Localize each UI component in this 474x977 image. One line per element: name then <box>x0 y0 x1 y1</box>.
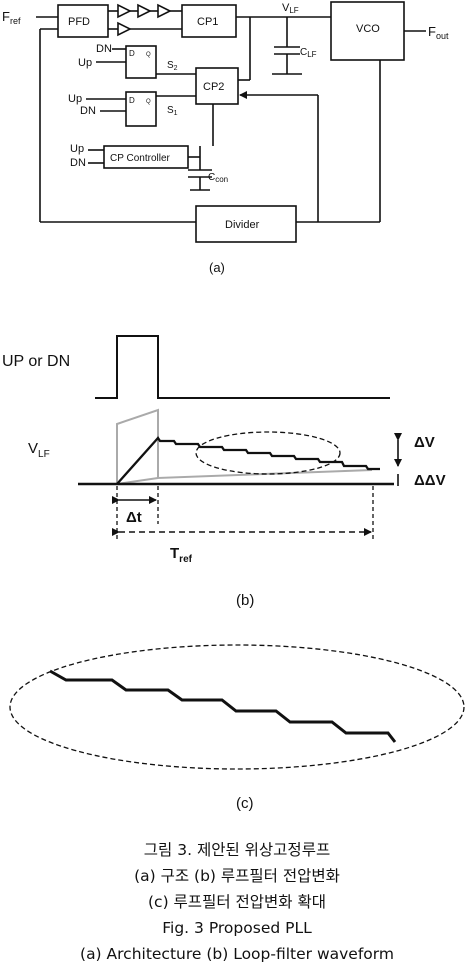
ff-s1-q: Q <box>146 99 151 105</box>
ccon-label: Ccon <box>208 172 228 184</box>
reference-waveform <box>116 408 373 484</box>
delta-delta-v-label: ΔΔV <box>414 472 446 489</box>
clf-label: CLF <box>300 47 317 59</box>
cp2-label: CP2 <box>203 81 224 93</box>
zoom-ellipse-c <box>9 644 465 770</box>
ff-s2-q: Q <box>146 52 151 58</box>
pfd-block <box>57 4 109 38</box>
caption-korean-c: (c) 루프필터 전압변화 확대 <box>148 893 326 911</box>
cp-controller-label: CP Controller <box>110 153 171 164</box>
cp2-block <box>195 67 239 105</box>
vlf-label: VLF <box>28 440 50 460</box>
ff-s2-dn-label: DN <box>96 43 112 55</box>
caption-korean-title: 그림 3. 제안된 위상고정루프 <box>143 841 331 859</box>
ff-s1-up-label: Up <box>68 93 82 105</box>
ctrl-dn-label: DN <box>70 157 86 169</box>
zoomed-waveform <box>49 669 397 743</box>
zoom-diagram: (c) <box>9 644 465 812</box>
sublabel-b: (b) <box>236 592 254 609</box>
vlf-waveform <box>116 436 380 485</box>
delta-t-label: Δt <box>126 509 142 526</box>
ff-s2-d: D <box>129 49 135 58</box>
waveform-diagram: UP or DN VLF ΔV ΔΔV Δt Tref (b) <box>2 335 446 609</box>
sublabel-a: (a) <box>209 260 225 275</box>
caption-english-ab: (a) Architecture (b) Loop-filter wavefor… <box>80 945 394 963</box>
buffer-2-icon <box>137 3 152 19</box>
caption-korean-ab: (a) 구조 (b) 루프필터 전압변화 <box>134 867 340 885</box>
pfd-label: PFD <box>68 16 90 28</box>
up-dn-label: UP or DN <box>2 353 70 370</box>
vco-label: VCO <box>356 23 380 35</box>
flipflop-s1 <box>125 91 157 127</box>
caption-english-title: Fig. 3 Proposed PLL <box>162 919 312 937</box>
buffer-1-icon <box>117 3 132 19</box>
fref-label: Fref <box>2 9 21 26</box>
s2-label: S2 <box>167 60 178 72</box>
buffer-4-icon <box>117 21 132 37</box>
fout-label: Fout <box>428 24 449 41</box>
s1-label: S1 <box>167 105 178 117</box>
ff-s2-up-label: Up <box>78 57 92 69</box>
tref-label: Tref <box>170 545 193 565</box>
divider-block <box>195 205 297 243</box>
sublabel-c: (c) <box>236 795 254 812</box>
divider-label: Divider <box>225 219 260 231</box>
up-dn-pulse <box>95 335 390 399</box>
architecture-diagram: Fref PFD CP1 VLF CLF VCO <box>2 1 449 275</box>
cp1-block <box>181 4 237 38</box>
ctrl-up-label: Up <box>70 143 84 155</box>
delta-v-label: ΔV <box>414 434 435 451</box>
ff-s1-d: D <box>129 96 135 105</box>
buffer-3-icon <box>157 3 172 19</box>
ff-s1-dn-label: DN <box>80 105 96 117</box>
zoom-ellipse-b <box>195 431 341 475</box>
vlf-node-label: VLF <box>282 2 299 15</box>
cp1-label: CP1 <box>197 16 218 28</box>
